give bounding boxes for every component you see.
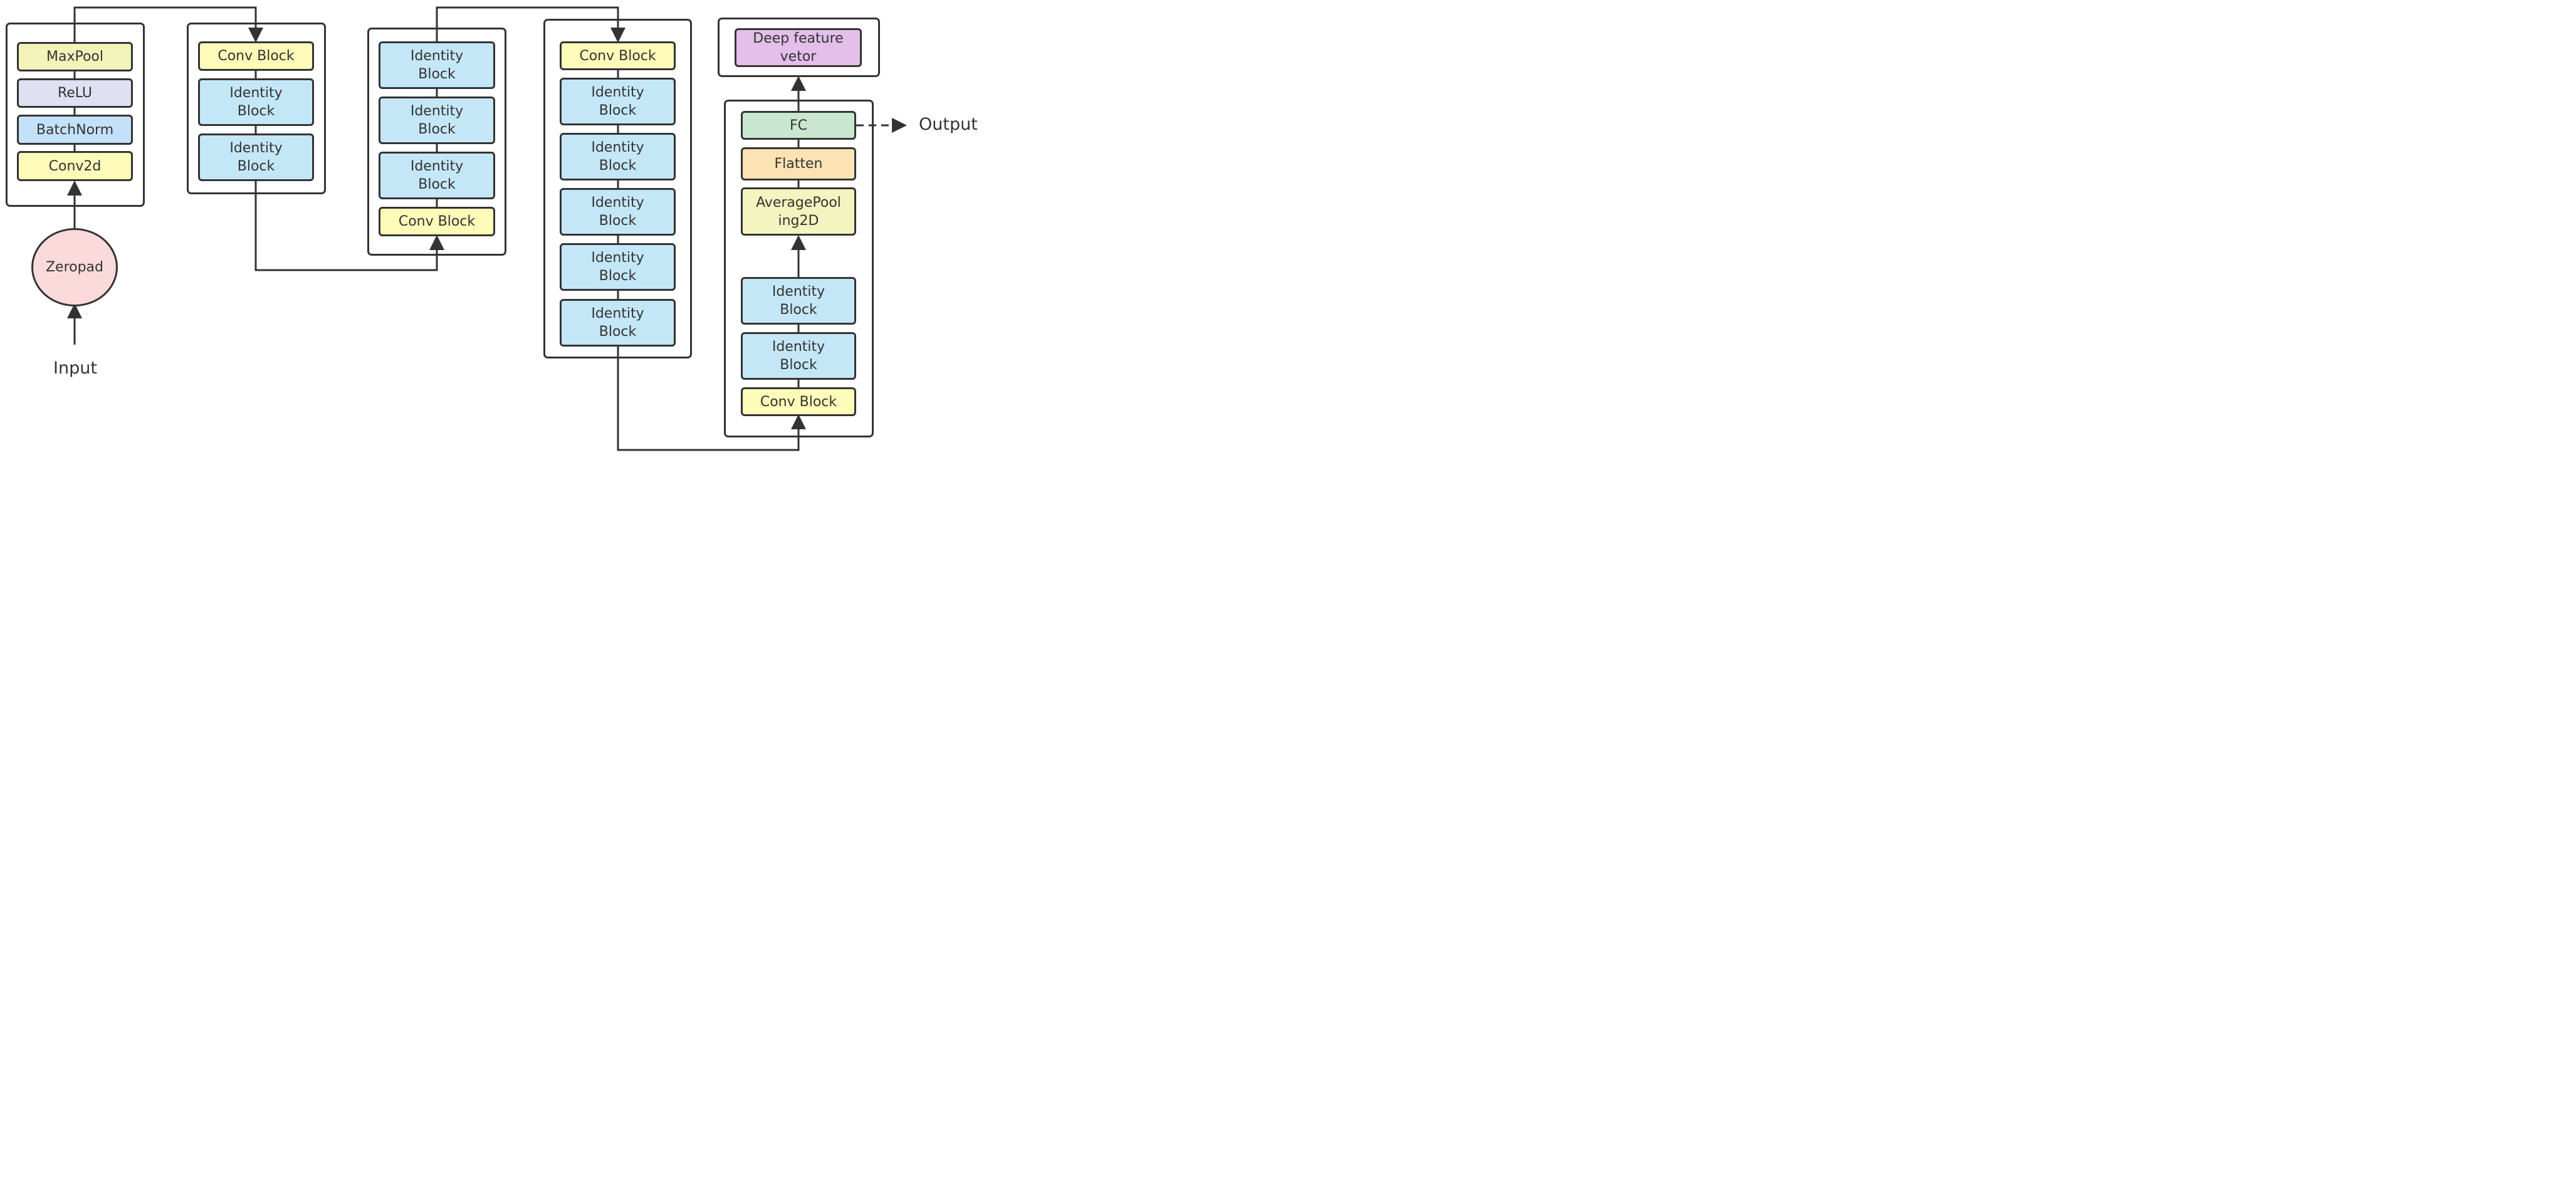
stage3-conv-block-label: Conv Block xyxy=(398,214,476,229)
stage4-identity-block: Identity Block xyxy=(560,243,676,291)
stage2-identity-block: Identity Block xyxy=(198,78,314,126)
conv2d-layer: Conv2d xyxy=(17,151,133,181)
stage2-to-stage3-arrow xyxy=(254,180,444,271)
stage2-conv-block: Conv Block xyxy=(198,41,314,71)
stage4-identity-block-label: Identity Block xyxy=(591,85,644,118)
zeropad-label: Zeropad xyxy=(45,259,104,275)
stage3-identity-block-label: Identity Block xyxy=(410,159,464,192)
stage3-identity-block-label: Identity Block xyxy=(410,103,464,137)
stage5-conv-block: Conv Block xyxy=(741,387,856,416)
stage2-group xyxy=(187,23,326,194)
stage3-conv-block: Conv Block xyxy=(379,207,495,236)
fc-layer: FC xyxy=(741,111,856,140)
stage4-identity-block-label: Identity Block xyxy=(591,306,644,340)
flatten-label: Flatten xyxy=(774,156,823,172)
conv2d-label: Conv2d xyxy=(48,158,102,174)
stage4-identity-block: Identity Block xyxy=(560,299,676,347)
stage2-identity-block: Identity Block xyxy=(198,133,314,181)
stage2-identity-block-label: Identity Block xyxy=(229,140,283,174)
stage4-to-stage5-arrow xyxy=(617,345,806,451)
relu-layer: ReLU xyxy=(17,78,133,108)
stage3-identity-block-label: Identity Block xyxy=(410,48,464,82)
maxpool-layer: MaxPool xyxy=(17,42,133,71)
stem-group xyxy=(6,23,145,207)
fc-label: FC xyxy=(789,117,807,133)
stage3-identity-block: Identity Block xyxy=(379,97,495,144)
batchnorm-label: BatchNorm xyxy=(36,122,114,138)
stage3-identity-block: Identity Block xyxy=(379,152,495,199)
stage2-conv-block-label: Conv Block xyxy=(217,48,295,64)
connector-lines xyxy=(67,6,907,451)
stage3-group xyxy=(367,28,506,256)
stage5-conv-block-label: Conv Block xyxy=(760,394,837,410)
stage5-identity-block-label: Identity Block xyxy=(772,339,825,373)
output-label: Output xyxy=(919,115,978,134)
deep-feature-vector: Deep feature vetor xyxy=(735,28,862,67)
stage2-identity-block-label: Identity Block xyxy=(229,85,283,119)
stage5-identity-block: Identity Block xyxy=(741,332,856,380)
stage4-identity-block-label: Identity Block xyxy=(591,140,644,174)
input-label: Input xyxy=(53,358,97,378)
maxpool-label: MaxPool xyxy=(46,49,103,65)
zeropad-node: Zeropad xyxy=(31,228,118,306)
resnet-architecture-diagram: MaxPool ReLU BatchNorm Conv2d Zeropad In… xyxy=(0,0,983,458)
stage4-identity-block: Identity Block xyxy=(560,188,676,236)
stage3-identity-block: Identity Block xyxy=(379,41,495,89)
stage4-group xyxy=(543,19,692,358)
stage4-identity-block: Identity Block xyxy=(560,78,676,125)
average-pooling-layer: AveragePool ing2D xyxy=(741,187,856,236)
stage4-identity-block: Identity Block xyxy=(560,133,676,180)
relu-label: ReLU xyxy=(57,85,93,101)
stage5-identity-block: Identity Block xyxy=(741,277,856,325)
stage4-identity-block-label: Identity Block xyxy=(591,195,644,229)
stage4-conv-block-label: Conv Block xyxy=(579,48,656,64)
flatten-layer: Flatten xyxy=(741,147,856,180)
stage5-identity-block-label: Identity Block xyxy=(772,284,825,318)
stage5-group xyxy=(724,100,874,437)
stage4-identity-block-label: Identity Block xyxy=(591,250,644,284)
batchnorm-layer: BatchNorm xyxy=(17,115,133,145)
stage4-conv-block: Conv Block xyxy=(560,41,676,70)
stage3-to-stage4-arrow xyxy=(436,6,626,43)
average-pooling-label: AveragePool ing2D xyxy=(756,194,841,229)
deep-feature-group xyxy=(718,18,880,77)
deep-feature-label: Deep feature vetor xyxy=(753,31,844,65)
